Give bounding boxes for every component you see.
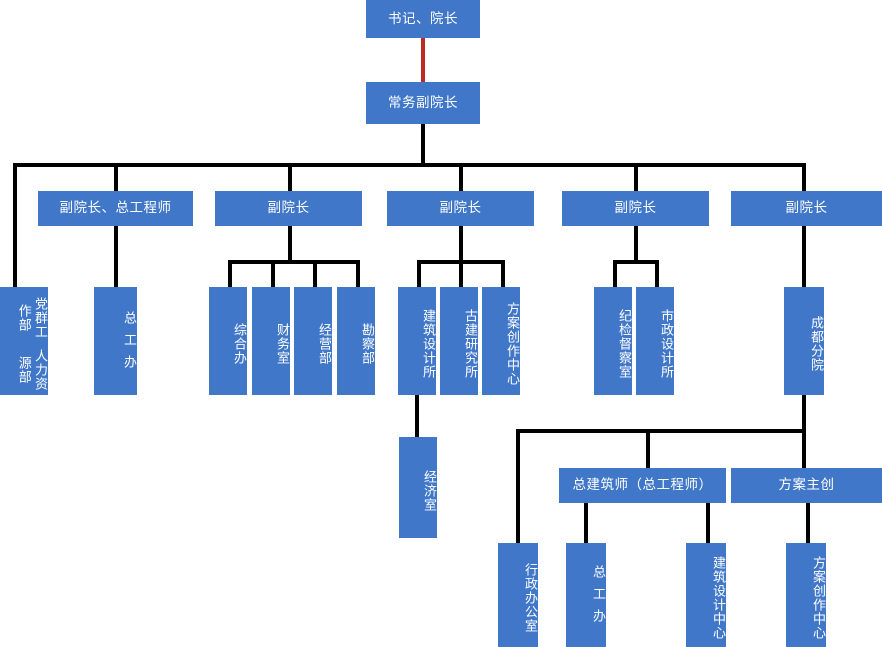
connector-president-to-exec-vp <box>421 38 425 82</box>
node-label: 建筑设计中心 <box>711 556 726 640</box>
node-chief-engineer-office[interactable]: 总工办 <box>94 287 137 395</box>
node-arch-design-institute[interactable]: 建筑设计所 <box>398 287 436 395</box>
connector-vp2-bus <box>228 260 360 264</box>
connector-bus-to-vp3 <box>459 163 463 191</box>
node-label: 副院长 <box>785 200 828 216</box>
node-finance-office[interactable]: 财务室 <box>252 287 290 395</box>
node-label: 方案主创 <box>778 477 835 493</box>
connector-vp2-to-finance-office <box>271 260 275 287</box>
node-label: 建筑设计所 <box>421 309 436 379</box>
node-admin-office[interactable]: 行政办公室 <box>498 543 538 647</box>
node-scheme-lead[interactable]: 方案主创 <box>731 468 882 503</box>
node-vp-3[interactable]: 副院长 <box>387 191 534 226</box>
connector-bus-to-vp2 <box>288 163 292 191</box>
node-branch-chief-engineer-office[interactable]: 总工办 <box>566 543 606 647</box>
connector-bus-to-vp4 <box>634 163 638 191</box>
connector-vp2-to-survey-dept <box>356 260 360 287</box>
connector-chengdu-to-chief-architect <box>646 429 650 468</box>
node-vp-chief-engineer[interactable]: 副院长、总工程师 <box>38 191 193 226</box>
node-label: 总工办 <box>591 565 606 631</box>
node-general-office[interactable]: 综合办 <box>209 287 247 395</box>
node-label: 综合办 <box>232 323 247 365</box>
connector-chengdu-drop <box>802 395 806 431</box>
node-label: 纪检督察室 <box>617 309 632 379</box>
connector-vp4-bus <box>613 260 659 264</box>
node-label: 古建研究所 <box>463 309 478 379</box>
node-label: 方案创作中心 <box>811 556 826 640</box>
connector-arch-institute-to-economics <box>415 395 419 437</box>
node-label-party-work-dept: 党群工作部 <box>16 297 48 339</box>
connector-vp3-to-ancient-arch-institute <box>459 260 463 287</box>
node-discipline-inspection-office[interactable]: 纪检督察室 <box>594 287 632 395</box>
node-executive-vice-president[interactable]: 常务副院长 <box>366 82 480 124</box>
node-vp-2[interactable]: 副院长 <box>215 191 362 226</box>
connector-bus-to-hr-party <box>13 163 17 289</box>
node-hr-and-party-work[interactable]: 党群工作部 人力资源部 <box>0 287 48 395</box>
connector-vp4-to-discipline-office <box>613 260 617 287</box>
connector-vp4-drop <box>634 226 638 262</box>
connector-vp2-to-general-office <box>228 260 232 287</box>
node-label: 常务副院长 <box>388 94 458 110</box>
node-label: 方案创作中心 <box>505 302 520 386</box>
connector-vp4-to-municipal-institute <box>655 260 659 287</box>
node-operations-dept[interactable]: 经营部 <box>294 287 332 395</box>
connector-bus-to-vp-chief-engineer <box>114 163 118 191</box>
connector-chief-architect-to-ce-office <box>584 503 588 543</box>
node-municipal-design-institute[interactable]: 市政设计所 <box>636 287 674 395</box>
connector-vp2-drop <box>288 226 292 262</box>
node-label: 总建筑师（总工程师） <box>572 477 713 493</box>
connector-chief-architect-to-arch-design-center <box>706 503 710 543</box>
node-secretary-president[interactable]: 书记、院长 <box>366 0 480 38</box>
connector-chengdu-to-admin-office <box>516 429 520 543</box>
connector-bus-to-vp5 <box>802 163 806 191</box>
connector-vp3-to-arch-design-institute <box>417 260 421 287</box>
node-vp-4[interactable]: 副院长 <box>562 191 709 226</box>
node-label: 行政办公室 <box>523 563 538 633</box>
node-label: 书记、院长 <box>388 10 458 26</box>
node-label: 市政设计所 <box>659 309 674 379</box>
connector-vp2-to-operations-dept <box>313 260 317 287</box>
connector-main-bus <box>13 163 806 167</box>
node-economics-office[interactable]: 经济室 <box>399 437 437 538</box>
connector-vp3-drop <box>459 226 463 262</box>
node-vp-5[interactable]: 副院长 <box>731 191 882 226</box>
connector-exec-vp-drop <box>421 124 425 167</box>
node-label: 经济室 <box>422 469 437 512</box>
connector-scheme-lead-to-scheme-center <box>806 503 810 543</box>
node-chief-architect[interactable]: 总建筑师（总工程师） <box>559 468 726 503</box>
node-label: 总工办 <box>122 311 137 377</box>
connector-chengdu-to-scheme-lead <box>802 429 806 468</box>
node-label: 成都分院 <box>809 316 824 372</box>
node-chengdu-branch[interactable]: 成都分院 <box>784 287 824 395</box>
node-branch-scheme-creation-center[interactable]: 方案创作中心 <box>786 543 826 647</box>
node-survey-dept[interactable]: 勘察部 <box>337 287 375 395</box>
node-label: 经营部 <box>317 323 332 365</box>
node-arch-design-center[interactable]: 建筑设计中心 <box>686 543 726 647</box>
connector-vp-ce-to-ce-office <box>114 226 118 287</box>
node-ancient-arch-institute[interactable]: 古建研究所 <box>440 287 478 395</box>
connector-vp5-to-chengdu-branch <box>802 226 806 287</box>
connector-chengdu-bus <box>516 429 806 433</box>
node-label: 副院长 <box>439 200 482 216</box>
connector-vp3-to-scheme-center <box>501 260 505 287</box>
node-label: 财务室 <box>275 323 290 365</box>
node-label: 副院长、总工程师 <box>59 200 172 216</box>
node-label: 勘察部 <box>360 323 375 365</box>
node-label: 副院长 <box>614 200 657 216</box>
node-label: 副院长 <box>267 200 310 216</box>
node-scheme-creation-center[interactable]: 方案创作中心 <box>482 287 520 395</box>
node-label-hr-dept: 人力资源部 <box>16 349 48 391</box>
